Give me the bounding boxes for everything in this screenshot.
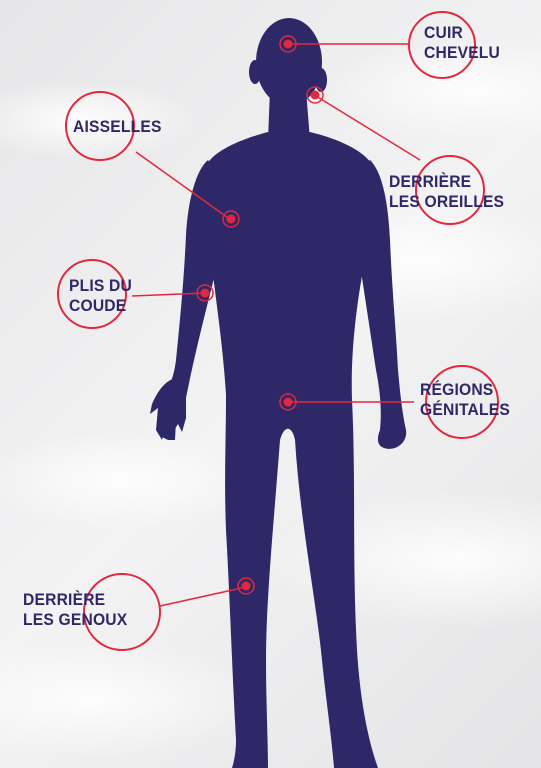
human-silhouette [150,18,406,768]
label-elbow-folds: PLIS DU COUDE [69,276,132,316]
label-scalp: CUIR CHEVELU [424,23,500,63]
label-genital-regions: RÉGIONS GÉNITALES [420,380,510,420]
label-behind-knees: DERRIÈRE LES GENOUX [23,590,127,630]
label-behind-ears: DERRIÈRE LES OREILLES [389,172,504,212]
label-armpits: AISSELLES [73,117,162,137]
